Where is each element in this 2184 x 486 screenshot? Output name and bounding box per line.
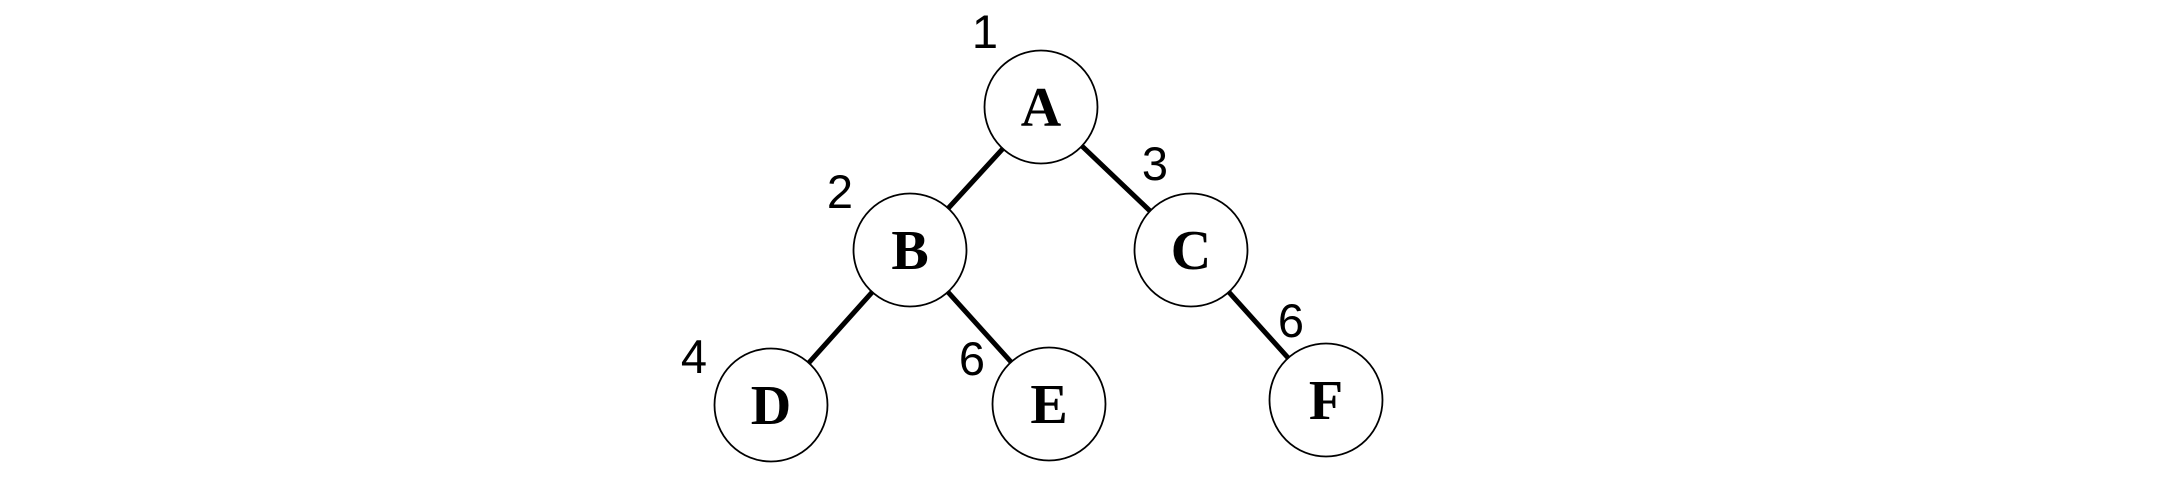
node-circle-A xyxy=(983,49,1099,165)
tree-node-F: F6 xyxy=(1268,294,1384,458)
node-label-F: F xyxy=(1309,370,1343,432)
node-label-D: D xyxy=(751,375,791,437)
node-label-A: A xyxy=(1021,77,1062,139)
node-circle-D xyxy=(713,347,829,463)
tree-node-E: E6 xyxy=(959,332,1107,462)
tree-node-C: C3 xyxy=(1133,137,1249,308)
node-label-B: B xyxy=(891,220,928,282)
node-annotation-E: 6 xyxy=(959,332,985,385)
node-annotation-A: 1 xyxy=(972,5,998,58)
tree-node-A: A1 xyxy=(972,5,1099,165)
node-circle-C xyxy=(1133,192,1249,308)
tree-node-D: D4 xyxy=(681,330,829,463)
node-annotation-D: 4 xyxy=(681,330,707,383)
node-label-C: C xyxy=(1171,220,1211,282)
node-label-E: E xyxy=(1030,374,1067,436)
node-circle-F xyxy=(1268,342,1384,458)
node-annotation-F: 6 xyxy=(1278,294,1304,347)
node-annotation-C: 3 xyxy=(1142,137,1168,190)
node-annotation-B: 2 xyxy=(827,165,853,218)
node-circle-B xyxy=(852,192,968,308)
tree-node-B: B2 xyxy=(827,165,968,308)
node-circle-E xyxy=(991,346,1107,462)
